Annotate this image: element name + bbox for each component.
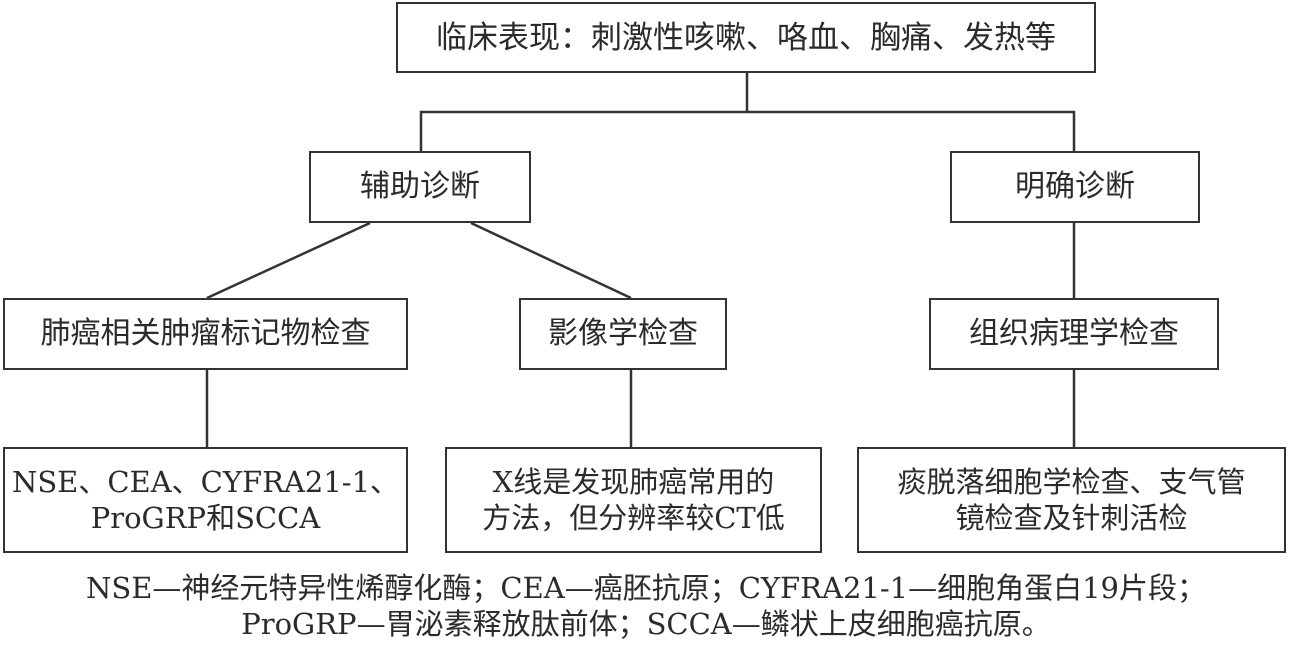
node-label: 临床表现：刺激性咳嗽、咯血、胸痛、发热等 [436, 19, 1056, 56]
node-label: 组织病理学检查 [969, 316, 1179, 351]
node-auxiliary-diagnosis: 辅助诊断 [309, 151, 531, 223]
node-histopathology-detail: 痰脱落细胞学检查、支气管 镜检查及针刺活检 [857, 447, 1286, 553]
detail-line: 方法，但分辨率较CT低 [482, 501, 785, 535]
node-label: 辅助诊断 [360, 169, 480, 204]
node-imaging-detail: X线是发现肺癌常用的 方法，但分辨率较CT低 [445, 447, 822, 553]
node-definitive-diagnosis: 明确诊断 [950, 151, 1200, 223]
node-histopathology-test: 组织病理学检查 [929, 298, 1219, 370]
connector-aux-to-marker [206, 221, 371, 300]
detail-line: NSE、CEA、CYFRA21-1、 [11, 465, 400, 499]
connector-aux-to-imaging [470, 221, 632, 300]
footnote-line: ProGRP—胃泌素释放肽前体；SCCA—鳞状上皮细胞癌抗原。 [241, 607, 1051, 641]
node-imaging-test: 影像学检查 [519, 298, 727, 370]
detail-line: 镜检查及针刺活检 [955, 501, 1188, 535]
node-label: 肺癌相关肿瘤标记物检查 [40, 316, 371, 351]
detail-line: ProGRP和SCCA [90, 501, 321, 535]
node-label: 明确诊断 [1015, 169, 1135, 204]
detail-line: X线是发现肺癌常用的 [492, 465, 775, 499]
node-label: 影像学检查 [548, 316, 698, 351]
node-tumor-marker-test: 肺癌相关肿瘤标记物检查 [3, 298, 408, 370]
footnote-line: NSE—神经元特异性烯醇化酶；CEA—癌胚抗原；CYFRA21-1—细胞角蛋白1… [86, 571, 1206, 605]
detail-line: 痰脱落细胞学检查、支气管 [897, 465, 1246, 499]
node-tumor-marker-detail: NSE、CEA、CYFRA21-1、 ProGRP和SCCA [3, 447, 408, 553]
node-clinical-manifestations: 临床表现：刺激性咳嗽、咯血、胸痛、发热等 [396, 2, 1096, 73]
footnote: NSE—神经元特异性烯醇化酶；CEA—癌胚抗原；CYFRA21-1—细胞角蛋白1… [0, 570, 1292, 642]
